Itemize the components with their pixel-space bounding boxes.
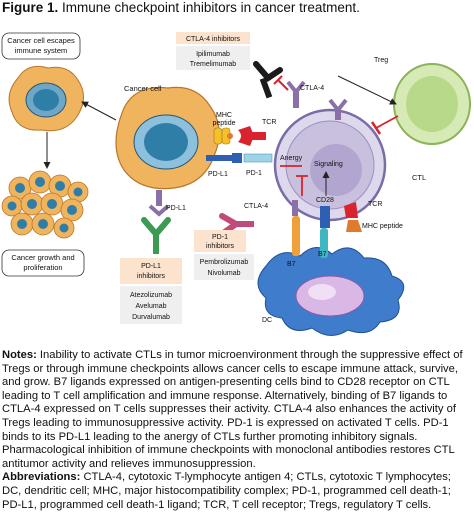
ctla4-to-treg-arrow (337, 75, 397, 105)
right-receptor (328, 98, 348, 120)
escape-box-line2: immune system (15, 46, 68, 55)
abbreviations-label: Abbreviations: (2, 471, 81, 484)
notes-text: Inability to activate CTLs in tumor micr… (2, 349, 463, 470)
notes-paragraph: Notes: Inability to activate CTLs in tum… (2, 349, 472, 471)
notes-label: Notes: (2, 349, 37, 361)
abbreviations-text: CTLA-4, cytotoxic T-lymphocyte antigen 4… (2, 471, 451, 511)
mhc-label-line1: MHC (216, 112, 232, 119)
cd28-receptor (320, 206, 330, 228)
ctl-label: CTL (412, 173, 426, 182)
escaping-cancer-cell (8, 65, 84, 132)
dc-label: DC (262, 317, 272, 324)
checkpoint-diagram: Cancer cell escapes immune system (1, 32, 471, 336)
tumor-mass (1, 170, 89, 239)
abbreviations-paragraph: Abbreviations: CTLA-4, cytotoxic T-lymph… (2, 471, 472, 512)
treg-label: Treg (374, 57, 388, 64)
pd1-label: PD-1 (246, 170, 262, 177)
mhc-label-line2: peptide (213, 120, 236, 127)
pdl1-drug-2: Avelumab (135, 303, 166, 310)
growth-box-line2: proliferation (23, 263, 62, 272)
tcr-top (238, 126, 266, 146)
pdl1-drug-3: Durvalumab (132, 314, 170, 321)
tcr-bottom-label: TCR (368, 201, 382, 208)
figure-label: Figure 1. (2, 0, 59, 15)
ctla4-antibody (253, 61, 283, 99)
pdl1-mid-label: PD-L1 (208, 171, 228, 178)
escape-box: Cancer cell escapes immune system (1, 32, 81, 60)
ctla4-inhibitors-box: CTLA-4 inhibitors Ipilimumab Tremelimuma… (176, 32, 250, 70)
ctla4-top-receptor (286, 80, 306, 108)
pdl1-bottom-label: PD-L1 (166, 205, 186, 212)
pd1-drug-2: Nivolumab (207, 270, 240, 277)
cd28-label: CD28 (316, 197, 334, 204)
pd1-inhibitors-title-1: PD-1 (212, 234, 228, 241)
pd1-drug-1: Pembrolizumab (200, 259, 249, 266)
growth-box: Cancer growth and proliferation (1, 249, 85, 277)
growth-box-line1: Cancer growth and (11, 253, 74, 262)
pdl1-pd1-pair (206, 153, 273, 163)
signaling-label: Signaling (314, 161, 343, 168)
b7-left (292, 216, 300, 256)
b7-left-label: B7 (287, 261, 296, 268)
pdl1-inhibitors-title-1: PD-L1 (141, 263, 161, 270)
mhc-peptide-top (213, 127, 233, 145)
treg-cell (393, 63, 471, 145)
ctla4-inhibitors-title: CTLA-4 inhibitors (186, 36, 241, 43)
arrow-to-escape (81, 101, 117, 121)
ctla4-drug-1: Ipilimumab (196, 51, 230, 58)
b7-right (320, 228, 328, 258)
ctla4-top-label: CTLA-4 (300, 85, 324, 92)
pd1-inhibitors-box: PD-1 inhibitors Pembrolizumab Nivolumab (194, 230, 254, 280)
pd1-inhibitors-title-2: inhibitors (206, 243, 235, 250)
dendritic-cell (257, 247, 405, 336)
anergy-label: Anergy (280, 155, 303, 162)
ctla4-mid-receptor (292, 200, 298, 216)
tcr-top-label: TCR (262, 119, 276, 126)
pdl1-inhibitors-title-2: inhibitors (137, 273, 166, 280)
pdl1-drug-1: Atezolizumab (130, 292, 172, 299)
ctla4-drug-2: Tremelimumab (190, 61, 237, 68)
figure-title: Figure 1. Immune checkpoint inhibitors i… (2, 0, 360, 15)
pdl1-bottom-receptor (148, 190, 170, 217)
notes-block: Notes: Inability to activate CTLs in tum… (2, 349, 472, 512)
b7-right-label: B7 (318, 251, 327, 258)
tcr-bottom (344, 202, 362, 232)
ctla4-block-top (277, 79, 289, 91)
mhc-bottom-label: MHC peptide (362, 223, 403, 230)
pdl1-inhibitors-box: PD-L1 inhibitors Atezolizumab Avelumab D… (120, 258, 182, 324)
pdl1-antibody (141, 217, 171, 254)
treg-inhibition-line (375, 115, 399, 129)
figure-title-text: Immune checkpoint inhibitors in cancer t… (62, 0, 360, 15)
escape-box-line1: Cancer cell escapes (7, 36, 75, 45)
ctla4-mid-label: CTLA-4 (244, 203, 268, 210)
cancer-cell-label: Cancer cell (124, 84, 162, 93)
main-cancer-cell (115, 86, 220, 190)
